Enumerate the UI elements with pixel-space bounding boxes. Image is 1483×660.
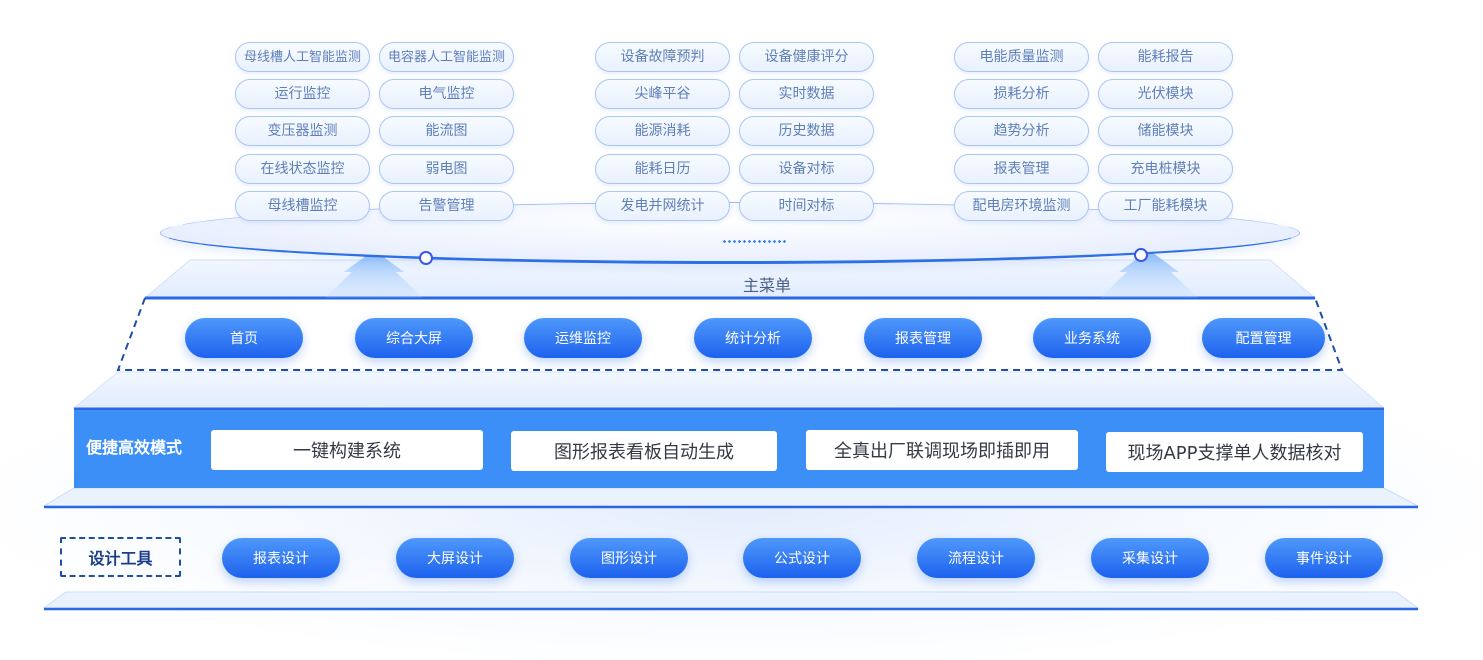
nav-item-config[interactable]: 配置管理: [1202, 318, 1325, 358]
nav-item-reports[interactable]: 报表管理: [864, 318, 982, 358]
tool-report-design[interactable]: 报表设计: [222, 538, 340, 578]
module-pill[interactable]: 母线槽人工智能监测: [235, 42, 370, 72]
module-pill[interactable]: 光伏模块: [1098, 79, 1233, 109]
feature-app-data-check: 现场APP支撑单人数据核对: [1106, 432, 1363, 472]
feature-one-click-build: 一键构建系统: [211, 430, 483, 470]
module-pill[interactable]: 设备故障预判: [595, 42, 730, 72]
band-platform: [72, 371, 1386, 409]
tool-formula-design[interactable]: 公式设计: [743, 538, 861, 578]
design-tools-title: 设计工具: [60, 537, 181, 577]
module-pill[interactable]: 告警管理: [379, 191, 514, 221]
nav-item-statistics[interactable]: 统计分析: [694, 318, 812, 358]
tool-collect-design[interactable]: 采集设计: [1091, 538, 1209, 578]
tool-screen-design[interactable]: 大屏设计: [396, 538, 514, 578]
module-pill[interactable]: 弱电图: [379, 154, 514, 184]
efficient-mode-title: 便捷高效模式: [86, 438, 183, 457]
main-menu-title: 主菜单: [742, 276, 791, 295]
module-pill[interactable]: 变压器监测: [235, 116, 370, 146]
module-pill[interactable]: 充电桩模块: [1098, 154, 1233, 184]
nav-item-business[interactable]: 业务系统: [1033, 318, 1151, 358]
module-pill[interactable]: 时间对标: [739, 191, 874, 221]
module-pill[interactable]: 能流图: [379, 116, 514, 146]
nav-item-ops-monitor[interactable]: 运维监控: [524, 318, 642, 358]
module-pill[interactable]: 在线状态监控: [235, 154, 370, 184]
module-pill[interactable]: 报表管理: [954, 154, 1089, 184]
menu-dashed-border: [116, 297, 1344, 371]
module-pill[interactable]: 配电房环境监测: [954, 191, 1089, 221]
bottom-platform: [42, 591, 1420, 609]
more-dots-icon: [722, 240, 786, 243]
module-pill[interactable]: 电气监控: [379, 79, 514, 109]
tool-flow-design[interactable]: 流程设计: [917, 538, 1035, 578]
arrow-up-icon: [1100, 250, 1198, 298]
module-pill[interactable]: 尖峰平谷: [595, 79, 730, 109]
module-pill[interactable]: 储能模块: [1098, 116, 1233, 146]
module-pill[interactable]: 母线槽监控: [235, 191, 370, 221]
module-pill[interactable]: 电容器人工智能监测: [379, 42, 514, 72]
module-pill[interactable]: 设备健康评分: [739, 42, 874, 72]
module-pill[interactable]: 工厂能耗模块: [1098, 191, 1233, 221]
module-pill[interactable]: 运行监控: [235, 79, 370, 109]
feature-auto-report: 图形报表看板自动生成: [511, 431, 777, 471]
module-pill[interactable]: 发电并网统计: [595, 191, 730, 221]
nav-item-home[interactable]: 首页: [185, 318, 303, 358]
module-pill[interactable]: 历史数据: [739, 116, 874, 146]
module-pill[interactable]: 能源消耗: [595, 116, 730, 146]
module-pill[interactable]: 设备对标: [739, 154, 874, 184]
module-pill[interactable]: 能耗报告: [1098, 42, 1233, 72]
arrow-up-icon: [325, 250, 423, 298]
tool-graphic-design[interactable]: 图形设计: [570, 538, 688, 578]
middle-platform: [42, 487, 1419, 507]
module-pill[interactable]: 能耗日历: [595, 154, 730, 184]
connector-ring-icon: [419, 251, 433, 265]
module-pill[interactable]: 趋势分析: [954, 116, 1089, 146]
module-pill[interactable]: 电能质量监测: [954, 42, 1089, 72]
nav-item-dashboard[interactable]: 综合大屏: [355, 318, 473, 358]
connector-ring-icon: [1134, 248, 1148, 262]
module-pill[interactable]: 损耗分析: [954, 79, 1089, 109]
feature-plug-and-play: 全真出厂联调现场即插即用: [806, 430, 1078, 470]
tool-event-design[interactable]: 事件设计: [1265, 538, 1383, 578]
module-pill[interactable]: 实时数据: [739, 79, 874, 109]
